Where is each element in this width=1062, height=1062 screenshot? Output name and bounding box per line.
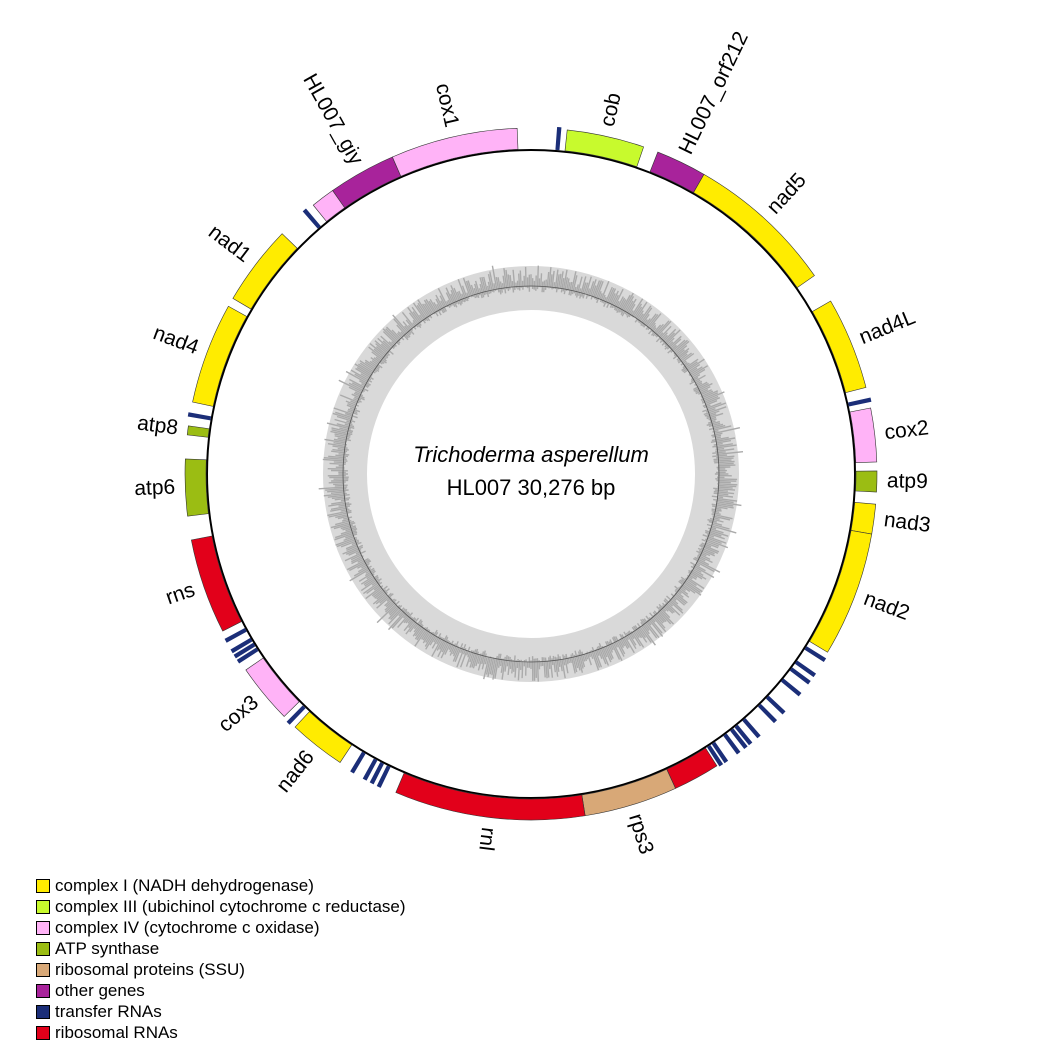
legend-swatch [36,983,50,998]
gene-label-cox2: cox2 [883,416,930,444]
gene-nad3[interactable] [850,502,877,535]
trna-gene[interactable] [848,397,872,407]
gene-nad2[interactable] [809,530,873,653]
gene-label-atp6: atp6 [134,476,176,501]
gc-ring-background [323,266,739,682]
gene-cox1[interactable] [392,127,519,177]
gene-nad6[interactable] [294,711,353,763]
legend-label: ribosomal RNAs [55,1022,178,1042]
trna-gene[interactable] [707,744,724,767]
legend-item-trna: transfer RNAs [36,1001,406,1022]
gene-label-nad4l: nad4L [856,306,919,349]
legend: complex I (NADH dehydrogenase)complex II… [36,875,406,1043]
gene-atp9[interactable] [855,470,878,493]
legend-swatch [36,1004,50,1019]
gene-nad4l[interactable] [812,300,867,394]
legend-label: ATP synthase [55,938,160,958]
gene-label-nad6: nad6 [272,746,319,797]
trna-gene[interactable] [794,660,817,678]
gene-track [184,126,878,821]
gene-hl007_orf212[interactable] [649,151,705,193]
genome-size: HL007 30,276 bp [447,475,616,500]
trna-gene[interactable] [804,646,827,663]
legend-label: complex III (ubichinol cytochrome c redu… [55,896,406,916]
genome-backbone [206,149,856,799]
gene-label-atp9: atp9 [887,469,928,493]
gc-midline [342,285,720,663]
gene-label-nad1: nad1 [204,220,255,267]
legend-item-c3: complex III (ubichinol cytochrome c redu… [36,896,406,917]
legend-swatch [36,920,50,935]
trna-gene[interactable] [765,695,786,715]
legend-item-rp: ribosomal proteins (SSU) [36,959,406,980]
legend-swatch [36,962,50,977]
gene-nad5[interactable] [693,173,815,289]
legend-label: transfer RNAs [55,1001,162,1021]
trna-gene[interactable] [302,208,321,229]
gene-label-nad5: nad5 [762,169,811,219]
trna-gene[interactable] [789,667,811,685]
legend-swatch [36,1025,50,1040]
gene-rps3[interactable] [581,768,676,817]
gene-label-atp8: atp8 [136,412,179,440]
gc-content-bars [318,265,744,682]
gene-rnl[interactable] [395,772,586,821]
gene-label-hl007_orf212: HL007_orf212 [674,28,753,158]
gene-label-rns: rns [163,578,198,609]
trna-gene[interactable] [555,126,562,151]
gene-label-cob: cob [596,91,626,129]
gene-label-cox3: cox3 [214,691,263,737]
trna-gene[interactable] [730,728,748,750]
trna-gene[interactable] [781,678,802,697]
legend-item-other: other genes [36,980,406,1001]
trna-gene[interactable] [233,642,256,659]
gene-label-cox1: cox1 [431,81,463,129]
gene-rnl-segment-1[interactable] [666,747,718,789]
trna-gene[interactable] [230,637,253,654]
gc-content-ring [318,265,744,682]
gene-label-rps3: rps3 [624,811,658,857]
legend-label: other genes [55,980,145,1000]
gene-cox2[interactable] [849,407,878,463]
gene-label-rnl: rnl [474,826,500,852]
trna-gene[interactable] [286,705,306,725]
gene-nad4[interactable] [192,305,248,407]
legend-label: complex I (NADH dehydrogenase) [55,875,314,895]
gene-label-nad2: nad2 [861,587,913,625]
trna-gene[interactable] [236,647,259,664]
legend-swatch [36,941,50,956]
legend-item-atp: ATP synthase [36,938,406,959]
legend-item-c4: complex IV (cytochrome c oxidase) [36,917,406,938]
gene-label-nad3: nad3 [883,508,932,537]
gene-atp8[interactable] [186,425,210,438]
gene-label-hl007_giy: HL007_giy [298,70,367,169]
organism-name: Trichoderma asperellum [413,442,649,467]
gene-nad1[interactable] [232,233,298,310]
legend-item-rrna: ribosomal RNAs [36,1022,406,1043]
trna-gene[interactable] [369,761,384,785]
trna-gene[interactable] [757,703,778,724]
trna-gene[interactable] [723,733,741,755]
legend-label: ribosomal proteins (SSU) [55,959,245,979]
trna-gene[interactable] [224,628,247,643]
legend-swatch [36,899,50,914]
gene-cox1-segment-1[interactable] [312,190,346,222]
legend-label: complex IV (cytochrome c oxidase) [55,917,320,937]
legend-item-c1: complex I (NADH dehydrogenase) [36,875,406,896]
gene-cob[interactable] [564,129,645,168]
gene-label-nad4: nad4 [150,321,202,359]
gene-rns[interactable] [191,535,242,632]
trna-gene[interactable] [362,758,378,781]
legend-swatch [36,878,50,893]
trna-gene[interactable] [350,751,366,774]
gene-atp6[interactable] [184,458,209,517]
trna-gene[interactable] [734,724,753,746]
trna-gene[interactable] [187,412,212,421]
trna-gene[interactable] [711,741,729,764]
trna-gene[interactable] [742,718,761,739]
trna-gene[interactable] [376,765,391,788]
gene-cox3[interactable] [245,657,300,717]
